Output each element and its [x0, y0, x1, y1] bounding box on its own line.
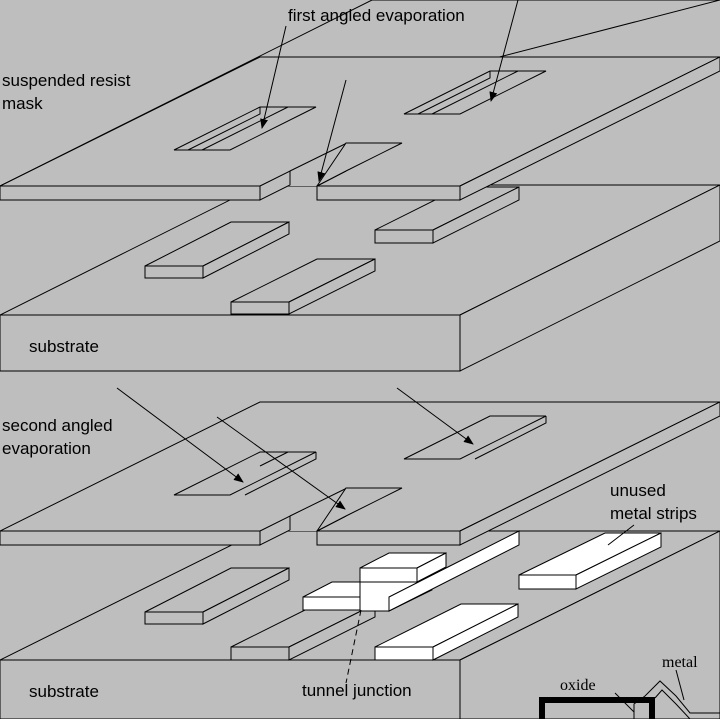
old-strips-bottom — [144, 567, 376, 661]
mask-hole-left — [173, 106, 317, 151]
substrate-label-bottom: substrate — [29, 682, 99, 701]
resist-label-line1: suspended resist — [2, 71, 131, 90]
second-evap-label-line2: evaporation — [2, 439, 91, 458]
unused-label-line1: unused — [610, 481, 666, 500]
white-strip-center — [374, 603, 519, 661]
white-strip-stepped — [302, 530, 520, 612]
bottom-panel: second angled evaporation unused metal s… — [0, 387, 720, 719]
first-evap-arrows — [260, 0, 519, 182]
metal-label: metal — [662, 654, 698, 671]
first-evap-label: first angled evaporation — [288, 6, 465, 25]
strip-left-bottom — [144, 567, 290, 625]
unused-pointer — [607, 524, 635, 546]
mask-hole-right — [403, 70, 547, 115]
tunnel-pointer — [345, 609, 362, 684]
second-evap-arrows — [116, 387, 474, 510]
mask-hole-right-bottom — [403, 415, 547, 460]
strip-right-top — [374, 186, 520, 244]
top-panel: first angled evaporation suspended resis… — [0, 0, 720, 372]
mask-hole-center — [316, 142, 403, 187]
substrate-label-top: substrate — [29, 337, 99, 356]
junction-inset: oxide metal — [539, 654, 720, 719]
oxide-label: oxide — [560, 677, 596, 694]
resist-label-line2: mask — [2, 94, 43, 113]
second-evap-label-line1: second angled — [2, 416, 113, 435]
substrate-block-top — [0, 184, 720, 372]
resist-mask-bottom — [0, 401, 720, 546]
resist-mask-top — [0, 0, 720, 201]
metal-layer-inner — [654, 689, 691, 719]
strip-center-top — [230, 258, 376, 315]
strip-left-top — [144, 221, 290, 279]
metal-layer — [633, 680, 720, 719]
new-strips-bottom — [302, 530, 662, 661]
oxide-layer — [539, 697, 655, 719]
white-strip-right — [518, 532, 662, 590]
tunnel-junction-label: tunnel junction — [302, 681, 412, 700]
first-evap-strips — [144, 186, 520, 315]
strip-center-bottom — [230, 603, 376, 661]
unused-label-line2: metal strips — [610, 504, 697, 523]
